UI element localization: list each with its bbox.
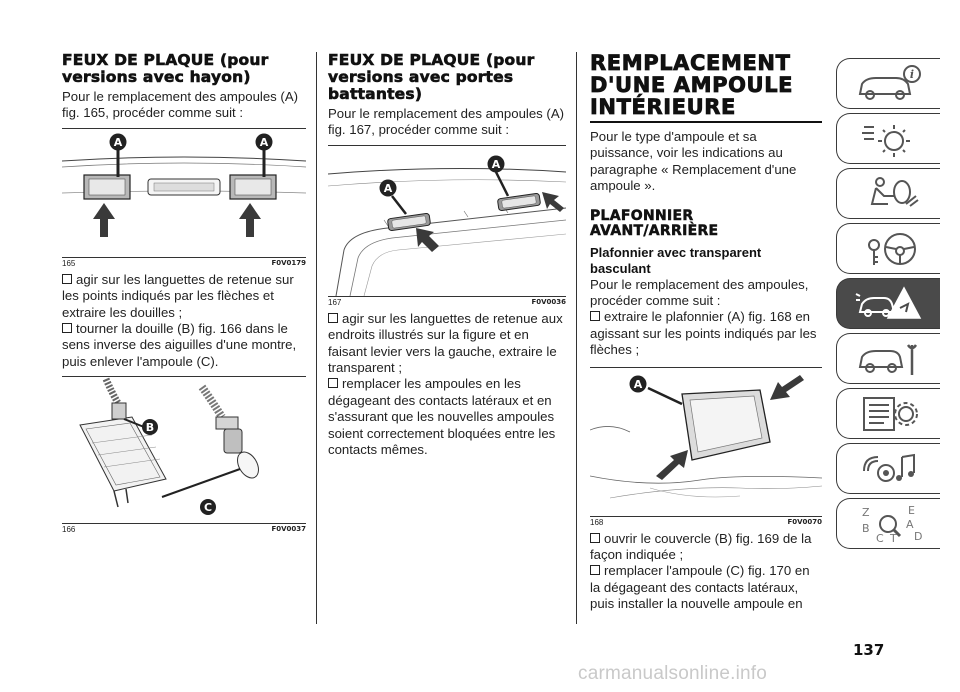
checkbox-bullet-icon	[590, 565, 600, 576]
tab-warning-emergency[interactable]	[836, 278, 940, 329]
warning-emergency-icon	[855, 285, 921, 319]
column-divider	[576, 52, 577, 624]
callout-a-left	[109, 133, 127, 151]
callout-a-left	[379, 179, 397, 197]
intro-text: Pour le remplacement des ampoules (A) fi…	[328, 106, 565, 138]
column-3: REMPLACEMENT D'UNE AMPOULE INTÉRIEURE Po…	[590, 52, 822, 613]
callout-c	[200, 499, 216, 516]
specifications-icon	[862, 396, 918, 431]
tab-steering-key[interactable]	[836, 223, 940, 274]
svg-text:C: C	[204, 501, 212, 514]
figure-code: F0V0036	[531, 297, 566, 306]
column-divider	[316, 52, 317, 624]
figure-code: F0V0070	[787, 517, 822, 526]
figure-167-illustration: A A	[328, 155, 566, 296]
figure-number: 168	[590, 517, 604, 527]
svg-text:A: A	[634, 378, 643, 391]
bullet-item: remplacer les ampoules en les dégageant …	[328, 376, 556, 458]
tab-index[interactable]: Z E B C T A D	[836, 498, 940, 549]
callout-a-right	[255, 133, 273, 151]
dashboard-lights-icon	[861, 124, 910, 157]
svg-text:i: i	[909, 68, 913, 81]
figure-code: F0V0037	[271, 525, 306, 534]
svg-text:B: B	[862, 522, 870, 535]
steering-key-icon	[867, 232, 916, 265]
section-heading-portes: FEUX DE PLAQUE (pour versions avec porte…	[328, 51, 535, 103]
subheading-plafonnier: PLAFONNIER AVANT/ARRIÈRE	[590, 207, 719, 239]
tab-airbag-safety[interactable]	[836, 168, 940, 219]
chapter-sidebar: i	[836, 58, 940, 553]
svg-text:A: A	[492, 158, 501, 171]
watermark: carmanualsonline.info	[578, 663, 768, 684]
bullet-item: ouvrir le couvercle (B) fig. 169 de la f…	[590, 530, 812, 563]
bullet-item: extraire le plafonnier (A) fig. 168 en a…	[590, 309, 817, 358]
svg-text:A: A	[114, 136, 123, 149]
subsubheading-transparent: Plafonnier avec transparent basculant	[590, 244, 762, 276]
figure-number: 165	[62, 258, 76, 268]
bullet-item: agir sur les languettes de retenue sur l…	[62, 271, 294, 320]
figure-166: B C 166 F0V0037	[62, 376, 306, 534]
bullet-item: tourner la douille (B) fig. 166 dans le …	[62, 321, 297, 369]
tab-car-info[interactable]: i	[836, 58, 940, 109]
svg-text:A: A	[906, 518, 914, 531]
figure-168-illustration: A	[590, 374, 822, 498]
intro-text: Pour le type d'ampoule et sa puissance, …	[590, 129, 797, 194]
page-number: 137	[853, 641, 885, 659]
checkbox-bullet-icon	[328, 312, 338, 323]
figure-168: A 168 F0V0070	[590, 366, 822, 527]
checkbox-bullet-icon	[590, 532, 600, 543]
svg-text:T: T	[889, 532, 897, 545]
svg-text:D: D	[914, 530, 922, 543]
checkbox-bullet-icon	[62, 273, 72, 284]
figure-166-illustration: B C	[79, 377, 259, 516]
svg-text:Z: Z	[862, 506, 870, 519]
svg-text:A: A	[260, 136, 269, 149]
section-heading-hayon: FEUX DE PLAQUE (pour versions avec hayon…	[62, 51, 269, 86]
svg-text:B: B	[146, 421, 154, 434]
checkbox-bullet-icon	[328, 378, 338, 389]
section-heading-interieure: REMPLACEMENT D'UNE AMPOULE INTÉRIEURE	[590, 51, 794, 119]
figure-code: F0V0179	[271, 258, 306, 267]
heading-underline	[590, 121, 822, 123]
callout-b	[142, 419, 158, 436]
car-maintenance-icon	[858, 343, 917, 375]
subintro-text: Pour le remplacement des ampoules, procé…	[590, 276, 809, 309]
car-info-icon: i	[858, 64, 921, 100]
figure-167: A A 167 F0V0036	[328, 144, 566, 307]
figure-number: 167	[328, 297, 342, 307]
callout-a	[629, 375, 647, 393]
figure-165: A A 165 F0V0179	[62, 127, 306, 268]
airbag-safety-icon	[870, 176, 919, 207]
checkbox-bullet-icon	[62, 323, 72, 334]
column-2: FEUX DE PLAQUE (pour versions avec porte…	[328, 51, 566, 458]
figure-165-illustration: A A	[62, 133, 306, 237]
multimedia-icon	[862, 453, 915, 482]
column-1: FEUX DE PLAQUE (pour versions avec hayon…	[62, 51, 306, 538]
svg-text:A: A	[384, 182, 393, 195]
figure-number: 166	[62, 525, 76, 535]
tab-specifications[interactable]	[836, 388, 940, 439]
intro-text: Pour le remplacement des ampoules (A) fi…	[62, 89, 299, 121]
bullet-item: remplacer l'ampoule (C) fig. 170 en la d…	[590, 563, 810, 612]
svg-text:C: C	[876, 532, 884, 545]
checkbox-bullet-icon	[590, 311, 600, 322]
index-icon: Z E B C T A D	[862, 504, 922, 545]
svg-text:E: E	[908, 504, 915, 517]
bullet-item: agir sur les languettes de retenue aux e…	[328, 310, 563, 376]
tab-dashboard-lights[interactable]	[836, 113, 940, 164]
tab-multimedia[interactable]	[836, 443, 940, 494]
callout-a-right	[487, 155, 505, 173]
tab-car-maintenance[interactable]	[836, 333, 940, 384]
